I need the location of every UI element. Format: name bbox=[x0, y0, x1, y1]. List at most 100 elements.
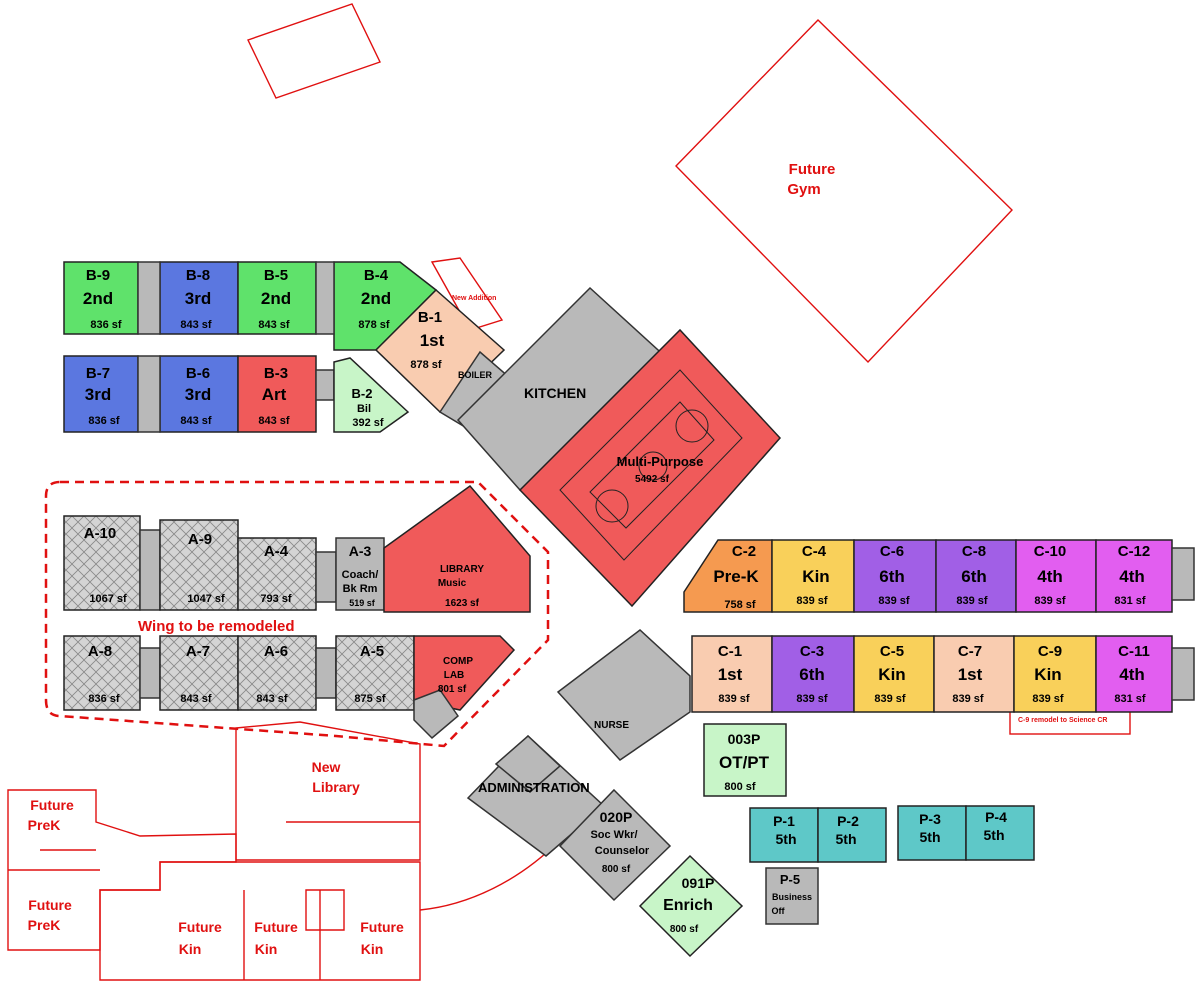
c5-sf: 839 sf bbox=[874, 693, 906, 705]
wing-c bbox=[683, 539, 1195, 713]
p020-sf: 800 sf bbox=[602, 864, 631, 875]
room-b5[interactable] bbox=[237, 261, 317, 335]
p020-id: 020P bbox=[600, 809, 633, 825]
c4-id: C-4 bbox=[802, 543, 827, 560]
room-c10[interactable] bbox=[1015, 539, 1097, 613]
b9-grade: 2nd bbox=[83, 289, 113, 308]
c3-sf: 839 sf bbox=[796, 693, 828, 705]
c2-id: C-2 bbox=[732, 543, 756, 560]
portable-p5[interactable] bbox=[765, 867, 819, 925]
comp-lab-line1: COMP bbox=[443, 656, 473, 667]
admin-top-part bbox=[494, 734, 562, 793]
room-a10[interactable] bbox=[63, 515, 141, 611]
corridor-a-top-1 bbox=[139, 529, 161, 611]
wing-remodel-boundary bbox=[44, 480, 550, 748]
core-labels: BOILER KITCHEN Multi-Purpose 5492 sf LIB… bbox=[438, 370, 704, 795]
p5-name-line2: Off bbox=[772, 906, 786, 916]
p5-id: P-5 bbox=[780, 872, 800, 887]
portable-p2[interactable] bbox=[817, 807, 887, 863]
b5-sf: 843 sf bbox=[258, 319, 290, 331]
wing-remodel-label: Wing to be remodeled bbox=[138, 618, 295, 635]
room-b8[interactable] bbox=[159, 261, 239, 335]
room-c12[interactable] bbox=[1095, 539, 1173, 613]
a4-id: A-4 bbox=[264, 543, 289, 560]
room-c3[interactable] bbox=[771, 635, 855, 713]
b3-sf: 843 sf bbox=[258, 415, 290, 427]
c10-sf: 839 sf bbox=[1034, 595, 1066, 607]
p3-grade: 5th bbox=[920, 829, 941, 845]
c9-id: C-9 bbox=[1038, 643, 1062, 660]
c5-grade: Kin bbox=[878, 665, 905, 684]
a6-id: A-6 bbox=[264, 643, 288, 660]
room-a7[interactable] bbox=[159, 635, 239, 711]
p4-grade: 5th bbox=[984, 827, 1005, 843]
room-a4[interactable] bbox=[237, 537, 317, 611]
room-b9[interactable] bbox=[63, 261, 139, 335]
c1-grade: 1st bbox=[718, 665, 743, 684]
portable-020p[interactable] bbox=[558, 788, 672, 902]
future-kin2-line1: Future bbox=[254, 919, 298, 935]
room-a3[interactable] bbox=[335, 537, 385, 611]
portable-p3[interactable] bbox=[897, 805, 967, 861]
c12-id: C-12 bbox=[1118, 543, 1151, 560]
a3-name-line2: Bk Rm bbox=[343, 583, 378, 595]
comp-lab-line2: LAB bbox=[444, 670, 465, 681]
p1-grade: 5th bbox=[776, 831, 797, 847]
c11-sf: 831 sf bbox=[1114, 693, 1146, 705]
new-library-line1: New bbox=[312, 759, 341, 775]
room-c4[interactable] bbox=[771, 539, 855, 613]
portables bbox=[558, 723, 1035, 958]
portable-p4[interactable] bbox=[965, 805, 1035, 861]
c10-grade: 4th bbox=[1037, 567, 1063, 586]
future-prek2-line2: PreK bbox=[28, 917, 61, 933]
b5-id: B-5 bbox=[264, 267, 288, 284]
portable-p1[interactable] bbox=[749, 807, 819, 863]
room-c5[interactable] bbox=[853, 635, 935, 713]
a7-sf: 843 sf bbox=[180, 693, 212, 705]
b4-grade: 2nd bbox=[361, 289, 391, 308]
future-kin3-line1: Future bbox=[360, 919, 404, 935]
comp-lab-annex bbox=[413, 689, 460, 740]
room-b3[interactable] bbox=[237, 355, 317, 433]
library-music[interactable] bbox=[383, 484, 531, 613]
b6-grade: 3rd bbox=[185, 385, 211, 404]
b4-id: B-4 bbox=[364, 267, 389, 284]
b6-sf: 843 sf bbox=[180, 415, 212, 427]
future-kin1-line2: Kin bbox=[179, 941, 202, 957]
room-a5[interactable] bbox=[335, 635, 415, 711]
multi-purpose-room[interactable] bbox=[518, 328, 782, 608]
room-a9[interactable] bbox=[159, 519, 239, 611]
room-c6[interactable] bbox=[853, 539, 937, 613]
p091-id: 091P bbox=[682, 875, 715, 891]
future-kin3-line2: Kin bbox=[361, 941, 384, 957]
nurse-office[interactable] bbox=[556, 629, 691, 761]
b7-sf: 836 sf bbox=[88, 415, 120, 427]
c3-grade: 6th bbox=[799, 665, 825, 684]
p003-id: 003P bbox=[728, 731, 761, 747]
c11-grade: 4th bbox=[1119, 665, 1145, 684]
room-b2[interactable] bbox=[333, 357, 410, 433]
portable-003p[interactable] bbox=[703, 723, 787, 797]
p3-id: P-3 bbox=[919, 811, 941, 827]
c1-id: C-1 bbox=[718, 643, 742, 660]
corridor-b-top-1 bbox=[137, 261, 161, 335]
a8-sf: 836 sf bbox=[88, 693, 120, 705]
room-c7[interactable] bbox=[933, 635, 1015, 713]
p5-name-line1: Business bbox=[772, 892, 812, 902]
room-c1[interactable] bbox=[691, 635, 773, 713]
c5-id: C-5 bbox=[880, 643, 904, 660]
room-a6[interactable] bbox=[237, 635, 317, 711]
c-wing-end-top bbox=[1171, 547, 1195, 601]
room-c8[interactable] bbox=[935, 539, 1017, 613]
c4-sf: 839 sf bbox=[796, 595, 828, 607]
c12-sf: 831 sf bbox=[1114, 595, 1146, 607]
future-kin2-line2: Kin bbox=[255, 941, 278, 957]
corridor-b-top-2 bbox=[315, 261, 335, 335]
a4-sf: 793 sf bbox=[260, 593, 292, 605]
room-b1[interactable] bbox=[374, 288, 506, 414]
room-c9[interactable] bbox=[1013, 635, 1097, 713]
portable-091p[interactable] bbox=[638, 854, 744, 958]
a8-id: A-8 bbox=[88, 643, 112, 660]
a3-id: A-3 bbox=[349, 543, 372, 559]
a7-id: A-7 bbox=[186, 643, 210, 660]
